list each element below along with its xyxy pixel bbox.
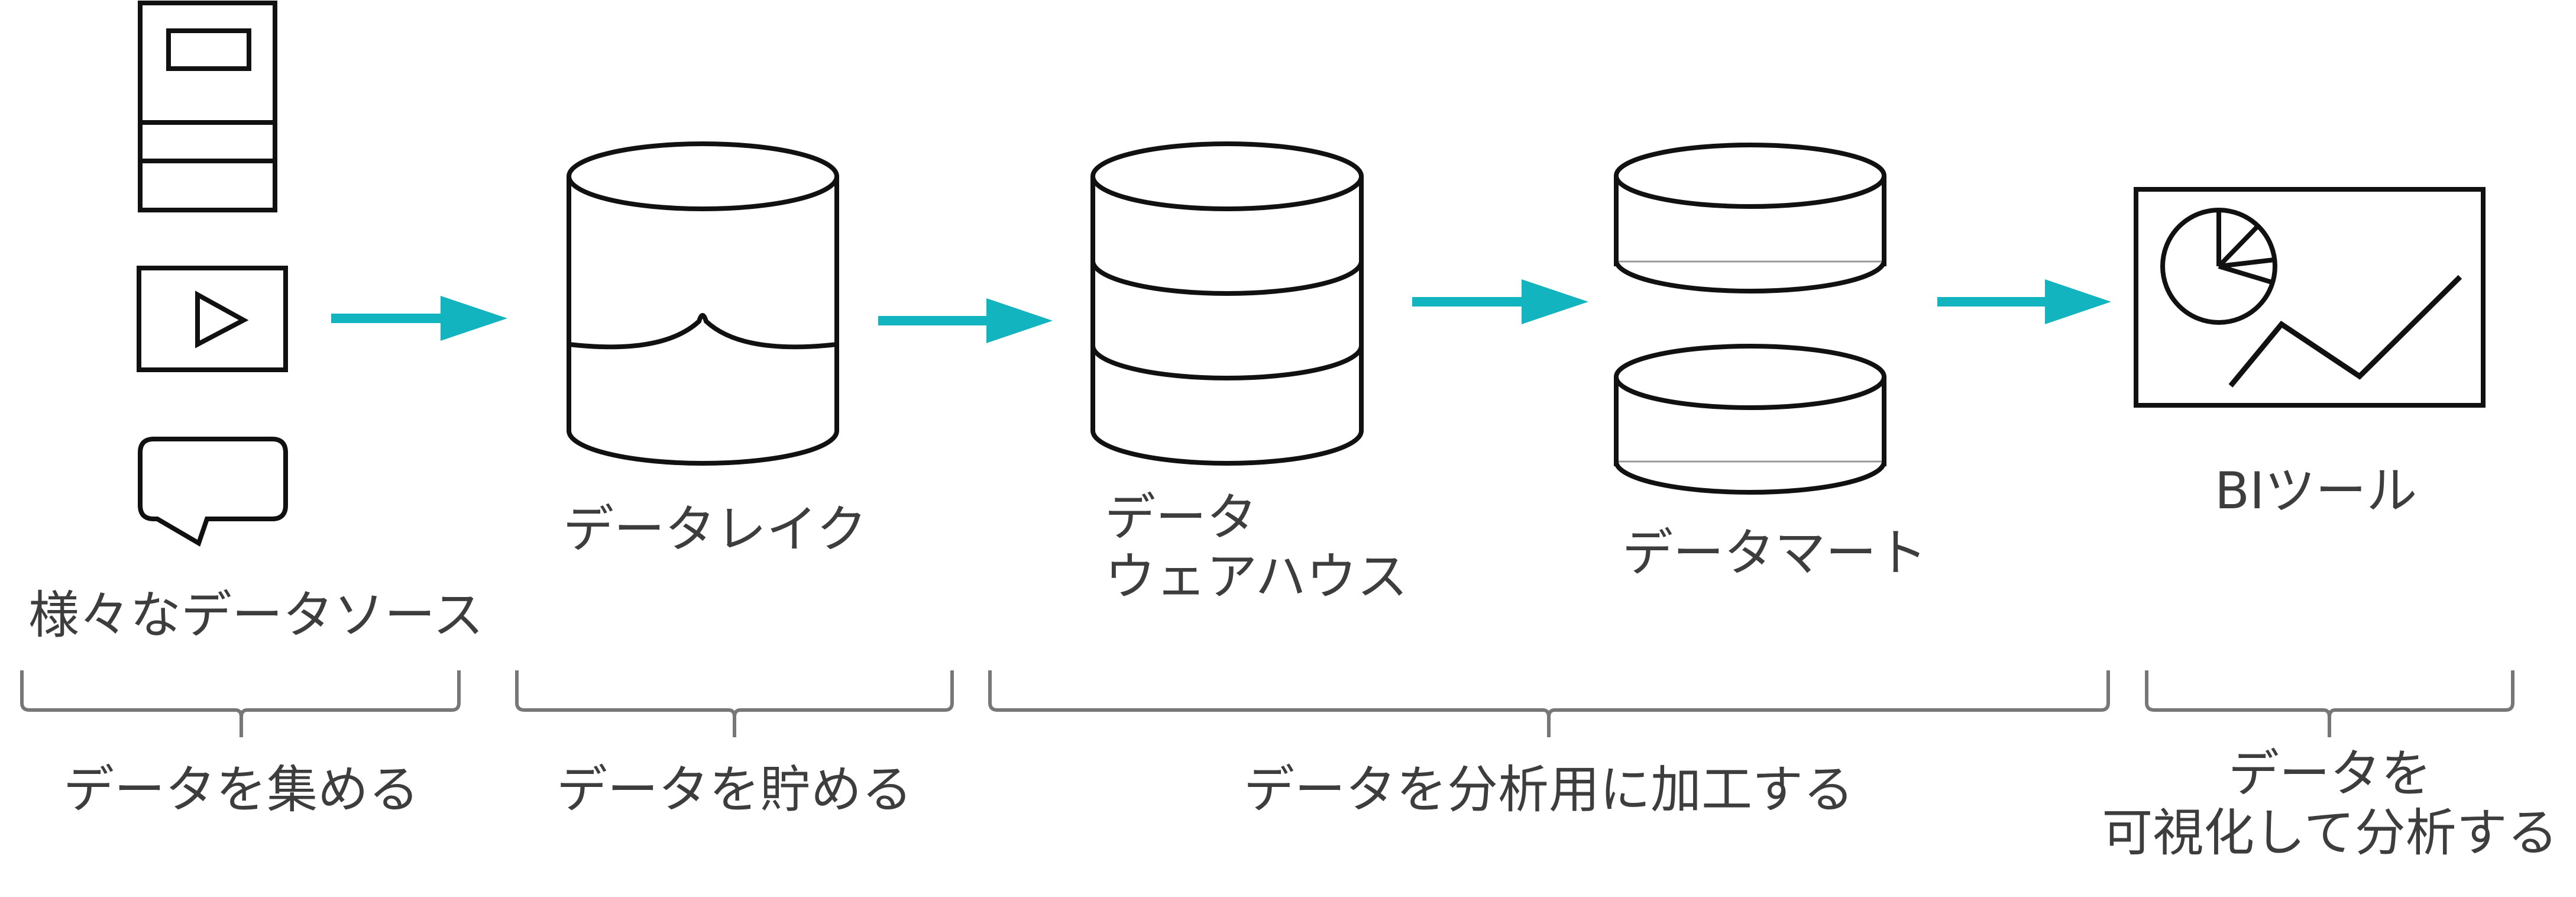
chat-bubble-icon bbox=[138, 437, 288, 547]
arrow-warehouse-to-mart bbox=[1412, 279, 1588, 324]
label-bi-tool: BIツール bbox=[2215, 462, 2418, 521]
arrow-mart-to-bi bbox=[1937, 279, 2111, 324]
bi-dashboard-icon bbox=[2134, 187, 2486, 408]
stage-visualize-line2: 可視化して分析する bbox=[2102, 804, 2558, 863]
stage-collect: データを集める bbox=[63, 760, 419, 819]
label-data-warehouse-line2: ウェアハウス bbox=[1105, 547, 1408, 606]
bracket-process bbox=[988, 670, 2110, 737]
stage-visualize-line1: データを bbox=[2228, 744, 2432, 804]
video-icon bbox=[137, 266, 288, 372]
label-data-lake: データレイク bbox=[563, 500, 868, 559]
arrow-sources-to-lake bbox=[331, 296, 507, 341]
label-data-warehouse-line1: データ bbox=[1105, 488, 1257, 547]
document-icon bbox=[138, 1, 277, 212]
stage-store: データを貯める bbox=[556, 760, 912, 819]
stage-process: データを分析用に加工する bbox=[1244, 760, 1854, 819]
data-lake-icon bbox=[567, 141, 839, 466]
arrow-lake-to-warehouse bbox=[878, 298, 1053, 343]
bracket-store bbox=[515, 670, 954, 737]
bracket-collect bbox=[20, 670, 461, 737]
stage-visualize: データを 可視化して分析する bbox=[2088, 744, 2572, 863]
label-data-mart: データマート bbox=[1622, 524, 1927, 583]
data-mart-bottom-icon bbox=[1614, 344, 1886, 495]
data-warehouse-icon bbox=[1090, 141, 1364, 466]
label-data-warehouse: データ ウェアハウス bbox=[1105, 488, 1408, 606]
data-mart-top-icon bbox=[1614, 143, 1886, 293]
label-data-sources: 様々なデータソース bbox=[28, 586, 484, 645]
bracket-visualize bbox=[2145, 670, 2514, 737]
